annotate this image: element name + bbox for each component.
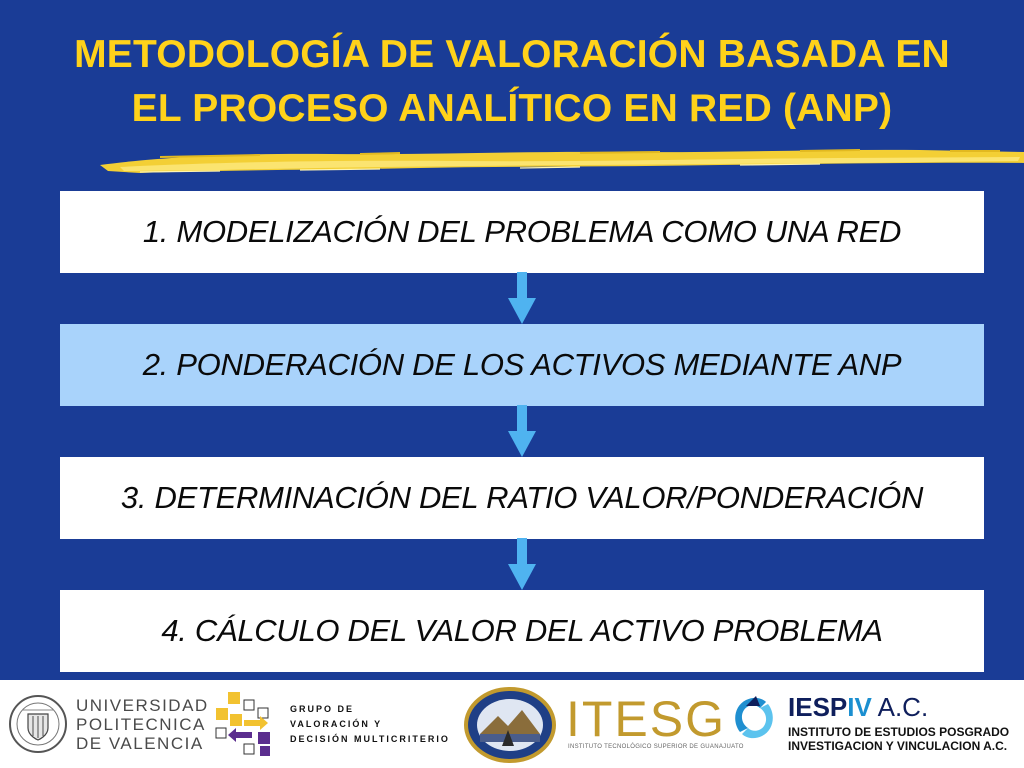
iespiv-logo-text: IESPIV A.C. <box>788 692 928 722</box>
step-2-label: 2. PONDERACIÓN DE LOS ACTIVOS MEDIANTE A… <box>142 347 902 382</box>
iespiv-sub-line-2: INVESTIGACION Y VINCULACION A.C. <box>788 739 1008 753</box>
gvdm-logo-text: GRUPO DE VALORACIÓN Y DECISIÓN MULTICRIT… <box>290 702 450 747</box>
arrow-down-icon <box>508 272 536 324</box>
step-3-label: 3. DETERMINACIÓN DEL RATIO VALOR/PONDERA… <box>120 480 924 515</box>
slide-title: METODOLOGÍA DE VALORACIÓN BASADA EN EL P… <box>20 28 1004 136</box>
itesg-logo-text: ITESG <box>566 691 727 747</box>
iespiv-subtitle: INSTITUTO DE ESTUDIOS POSGRADO INVESTIGA… <box>788 725 1009 753</box>
upv-line-2: POLITECNICA <box>76 715 206 734</box>
upv-logo-text: UNIVERSIDAD POLITECNICA DE VALENCIA <box>76 696 209 753</box>
logo-footer: UNIVERSIDAD POLITECNICA DE VALENCIA GRUP… <box>0 680 1024 768</box>
upv-seal-logo <box>9 695 67 753</box>
upv-line-1: UNIVERSIDAD <box>76 696 209 715</box>
arrow-down-icon <box>508 405 536 457</box>
title-line-2: EL PROCESO ANALÍTICO EN RED (ANP) <box>131 87 893 130</box>
gvdm-line-1: GRUPO DE <box>290 704 355 714</box>
step-3-box: 3. DETERMINACIÓN DEL RATIO VALOR/PONDERA… <box>60 457 984 539</box>
itesg-seal-logo <box>464 687 556 763</box>
step-1-label: 1. MODELIZACIÓN DEL PROBLEMA COMO UNA RE… <box>142 214 902 249</box>
brush-stroke-divider <box>100 149 1024 173</box>
step-2-box: 2. PONDERACIÓN DE LOS ACTIVOS MEDIANTE A… <box>60 324 984 406</box>
upv-line-3: DE VALENCIA <box>76 734 204 753</box>
iespiv-logo <box>735 696 773 739</box>
iespiv-sub-line-1: INSTITUTO DE ESTUDIOS POSGRADO <box>788 725 1010 739</box>
arrow-down-icon <box>508 538 536 590</box>
iespiv-name-c: A.C. <box>871 692 929 722</box>
itesg-subtitle: INSTITUTO TECNOLÓGICO SUPERIOR DE GUANAJ… <box>568 744 744 750</box>
slide-canvas: METODOLOGÍA DE VALORACIÓN BASADA EN EL P… <box>20 28 1024 672</box>
step-4-box: 4. CÁLCULO DEL VALOR DEL ACTIVO PROBLEMA <box>60 590 984 672</box>
gvdm-line-3: DECISIÓN MULTICRITERIO <box>290 734 450 744</box>
iespiv-name-a: IESP <box>788 692 848 722</box>
step-1-box: 1. MODELIZACIÓN DEL PROBLEMA COMO UNA RE… <box>60 191 984 273</box>
iespiv-name-b: IV <box>847 692 872 722</box>
gvdm-logo <box>215 692 270 756</box>
gvdm-line-2: VALORACIÓN Y <box>290 719 383 729</box>
title-line-1: METODOLOGÍA DE VALORACIÓN BASADA EN <box>74 33 950 76</box>
step-4-label: 4. CÁLCULO DEL VALOR DEL ACTIVO PROBLEMA <box>161 613 883 648</box>
